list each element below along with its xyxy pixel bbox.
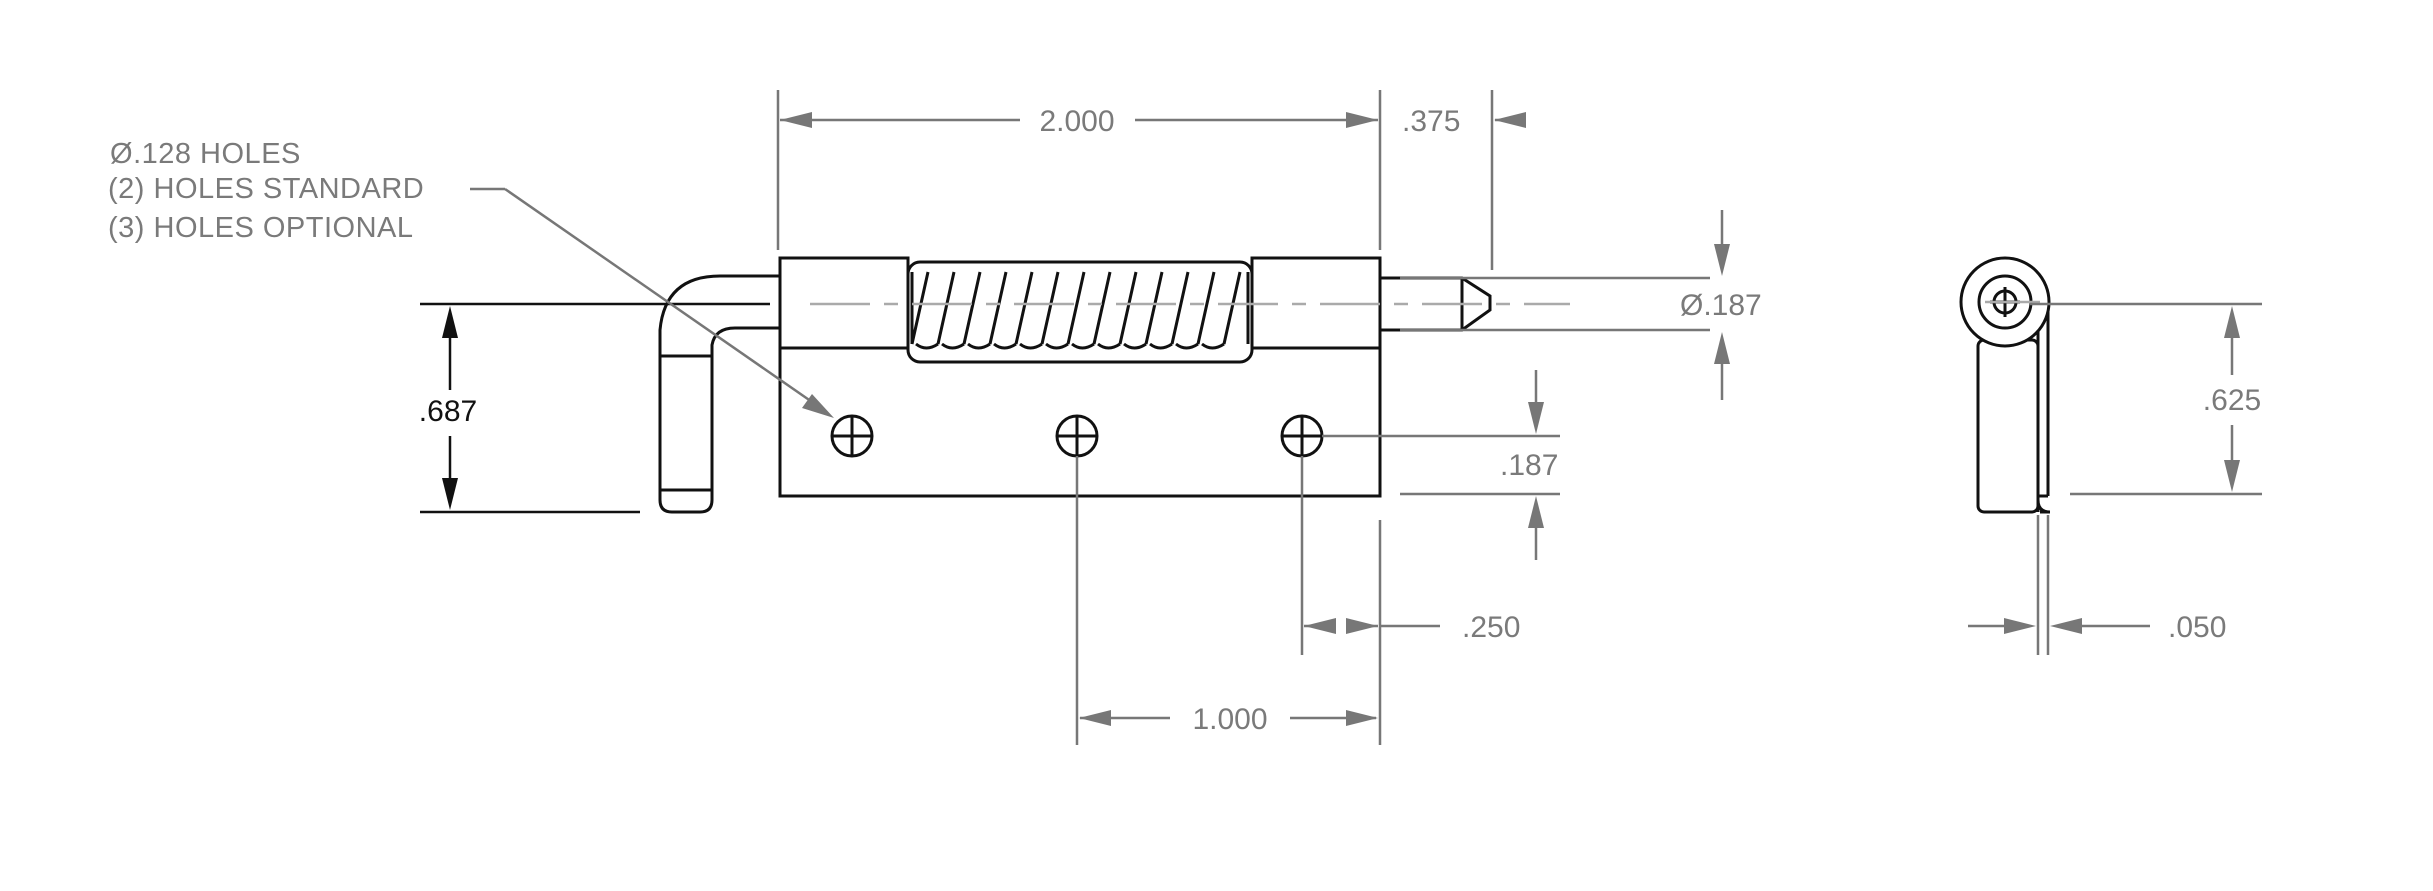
side-view [1959,256,2051,514]
dim-label-thickness: .050 [2168,611,2226,644]
pin-handle [658,274,780,514]
dim-label-overall-length: 2.000 [1039,105,1114,138]
dim-hole-spacing [1075,456,1378,745]
hole-note-line2: (2) HOLES STANDARD [108,173,424,205]
dim-label-hole-end-offset: .250 [1462,611,1520,644]
dim-label-pin-extension: .375 [1402,105,1460,138]
dim-label-side-height: .625 [2203,384,2261,417]
front-view [658,256,1570,514]
dim-side-height [2030,302,2262,496]
dim-pin-diameter [1400,210,1730,400]
dim-height [420,302,770,514]
dim-label-hole-spacing: 1.000 [1192,703,1267,736]
dim-hole-edge-offset [1322,370,1560,560]
dim-pin-extension [1490,90,1526,270]
dim-thickness [1968,515,2150,655]
dim-label-pin-diameter: Ø.187 [1680,289,1762,322]
hole-note-line1: Ø.128 HOLES [110,138,301,170]
side-handle [1976,338,2040,514]
hole-note-line3: (3) HOLES OPTIONAL [108,212,414,244]
dim-label-height: .687 [419,395,477,428]
mounting-hole [830,414,874,458]
spring-coils [910,271,1250,350]
dim-hole-end-offset [1300,456,1440,745]
mounting-hole [1280,414,1324,458]
dim-label-hole-edge-offset: .187 [1500,449,1558,482]
hole-note-leader [470,187,834,418]
dim-overall-length [776,90,1382,250]
mounting-hole [1055,414,1099,458]
